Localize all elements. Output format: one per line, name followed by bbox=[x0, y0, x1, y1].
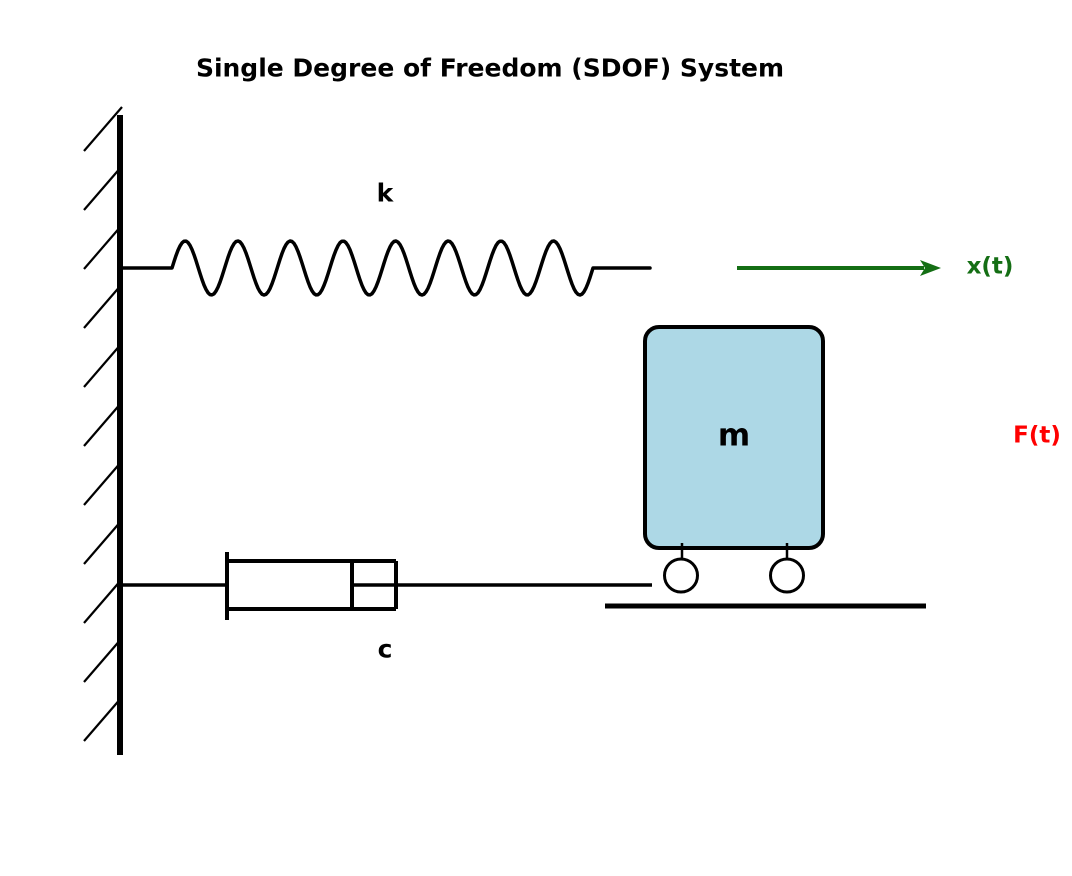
wall-hatch-mark bbox=[83, 460, 123, 506]
spring-label: k bbox=[376, 178, 394, 208]
wall-hatch-mark bbox=[83, 165, 123, 211]
force-label: F(t) bbox=[1013, 422, 1061, 449]
displacement-arrow bbox=[737, 260, 941, 276]
displacement-arrow-head bbox=[920, 260, 941, 276]
wall-hatch-mark bbox=[83, 696, 123, 742]
wall-hatch-mark bbox=[83, 519, 123, 565]
page-title: Single Degree of Freedom (SDOF) System bbox=[195, 53, 785, 83]
damper-dashpot bbox=[123, 552, 652, 620]
spring-coil bbox=[121, 239, 652, 297]
wheel-left bbox=[663, 557, 699, 594]
wall-hatch-mark bbox=[83, 578, 123, 624]
wall-hatching bbox=[83, 106, 123, 742]
wall-hatch-mark bbox=[83, 106, 123, 152]
wall-hatch-mark bbox=[83, 342, 123, 388]
mass-block bbox=[643, 325, 825, 550]
displacement-label: x(t) bbox=[966, 253, 1014, 280]
wall-hatch-mark bbox=[83, 224, 123, 270]
mass-label: m bbox=[717, 417, 751, 454]
wheel-right bbox=[769, 557, 805, 594]
damper-label: c bbox=[377, 634, 393, 664]
wall-hatch-mark bbox=[83, 283, 123, 329]
mass-assembly bbox=[643, 325, 825, 594]
wall-hatch-mark bbox=[83, 637, 123, 683]
wall-hatch-mark bbox=[83, 401, 123, 447]
